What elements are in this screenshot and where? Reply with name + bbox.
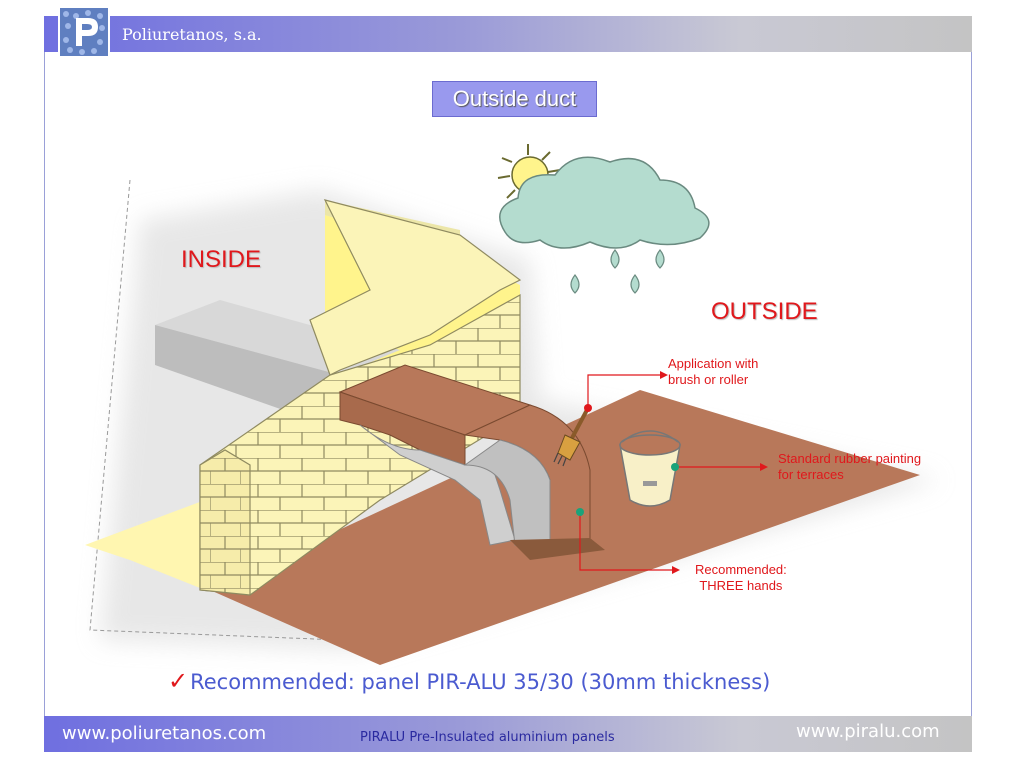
page-title: Outside duct — [432, 81, 597, 117]
outside-label: OUTSIDE — [711, 298, 818, 325]
cloud-icon — [499, 156, 710, 249]
header-bar — [44, 16, 972, 52]
application-line2: brush or roller — [668, 372, 749, 387]
recommendation-text: Recommended: panel PIR-ALU 35/30 (30mm t… — [190, 670, 771, 694]
footer-link-piralu[interactable]: www.piralu.com — [796, 721, 940, 742]
hands-line1: Recommended: — [695, 562, 787, 577]
hands-callout-text: Recommended: THREE hands — [695, 562, 787, 594]
wall-top — [309, 199, 522, 376]
frame-dashed-line — [89, 179, 341, 641]
application-callout-text: Application with brush or roller — [668, 356, 758, 388]
footer-bar — [44, 716, 972, 752]
inside-label: INSIDE — [181, 246, 262, 273]
checkmark-icon: ✓ — [168, 667, 189, 695]
duct-illustration — [85, 144, 940, 665]
frame-right-line — [971, 52, 972, 716]
duct-base — [510, 538, 605, 560]
light-spill — [85, 500, 205, 590]
wall-end — [199, 449, 251, 596]
rubber-line2: for terraces — [778, 467, 844, 482]
brush-icon — [553, 407, 590, 467]
rubber-callout-text: Standard rubber painting for terraces — [778, 451, 921, 483]
footer-tagline: PIRALU Pre-Insulated aluminium panels — [360, 730, 615, 745]
company-logo — [58, 6, 110, 58]
frame-left-line — [44, 52, 45, 716]
hands-line2: THREE hands — [699, 578, 783, 593]
footer-link-poliuretanos[interactable]: www.poliuretanos.com — [62, 723, 267, 744]
rubber-line1: Standard rubber painting — [778, 451, 922, 466]
application-line1: Application with — [668, 356, 759, 371]
outside-duct-side — [339, 391, 466, 466]
recommendation: ✓Recommended: panel PIR-ALU 35/30 (30mm … — [168, 667, 770, 695]
unpainted-duct — [359, 424, 516, 546]
callout-application — [587, 374, 660, 408]
callout-hands — [579, 512, 672, 571]
paint-bucket-icon — [619, 430, 681, 507]
brand-name: Poliuretanos, s.a. — [122, 25, 262, 44]
rain-drops — [570, 249, 665, 294]
